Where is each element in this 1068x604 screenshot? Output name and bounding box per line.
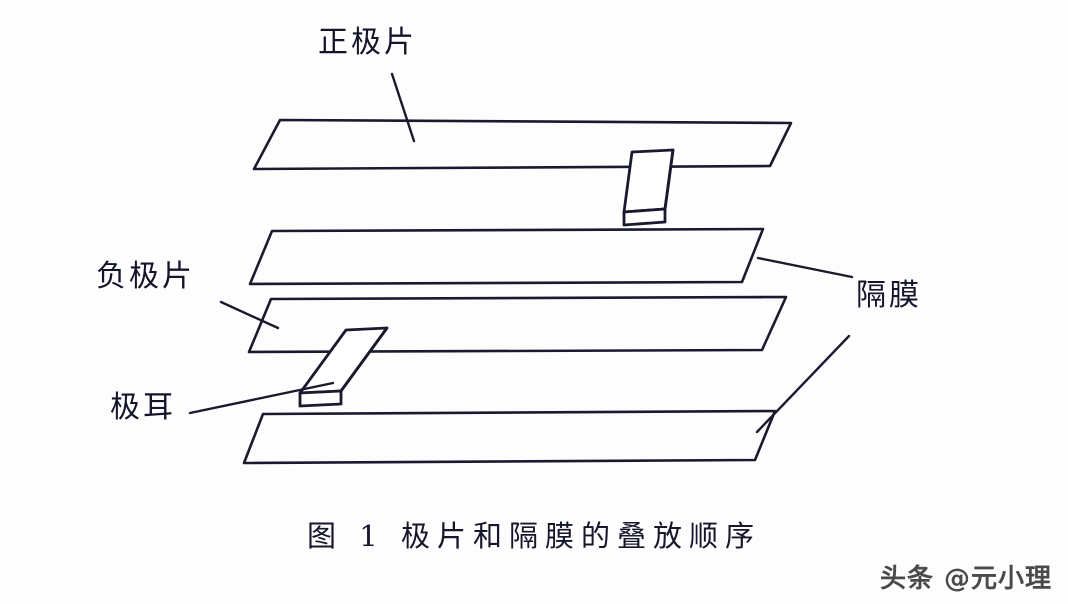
positive-electrode-sheet (252, 118, 793, 171)
negative-electrode-tab (298, 326, 389, 408)
figure-caption: 图 1 极片和隔膜的叠放顺序 (0, 513, 1068, 555)
negative-electrode-sheet (247, 295, 788, 354)
figure-caption-text: 极片和隔膜的叠放顺序 (400, 519, 761, 553)
leader-line-tab (188, 381, 335, 415)
figure-caption-index: 图 1 (307, 519, 385, 553)
negative-tab-crease (339, 326, 389, 393)
separator-sheet-upper (248, 227, 765, 286)
separator-upper-face (248, 227, 765, 286)
leader-line-positive-electrode (390, 72, 416, 143)
separator-lower-face (242, 409, 777, 465)
leader-line-separator-lower (755, 334, 851, 434)
label-positive-electrode: 正极片 (318, 25, 417, 60)
positive-electrode-face (252, 118, 793, 171)
separator-sheet-lower (242, 409, 777, 465)
negative-tab-top-face (298, 326, 389, 395)
label-separator: 隔膜 (856, 278, 922, 313)
leader-line-separator-upper (756, 256, 854, 279)
label-tab: 极耳 (110, 390, 176, 425)
positive-tab-crease (663, 148, 675, 211)
leader-line-negative-electrode (219, 300, 280, 330)
positive-tab-edge-face (622, 207, 667, 227)
negative-electrode-face (247, 295, 788, 354)
label-negative-electrode: 负极片 (96, 259, 195, 294)
watermark: 头条 @元小理 (879, 564, 1052, 594)
positive-electrode-tab (622, 148, 675, 227)
negative-tab-edge-face (298, 389, 343, 408)
